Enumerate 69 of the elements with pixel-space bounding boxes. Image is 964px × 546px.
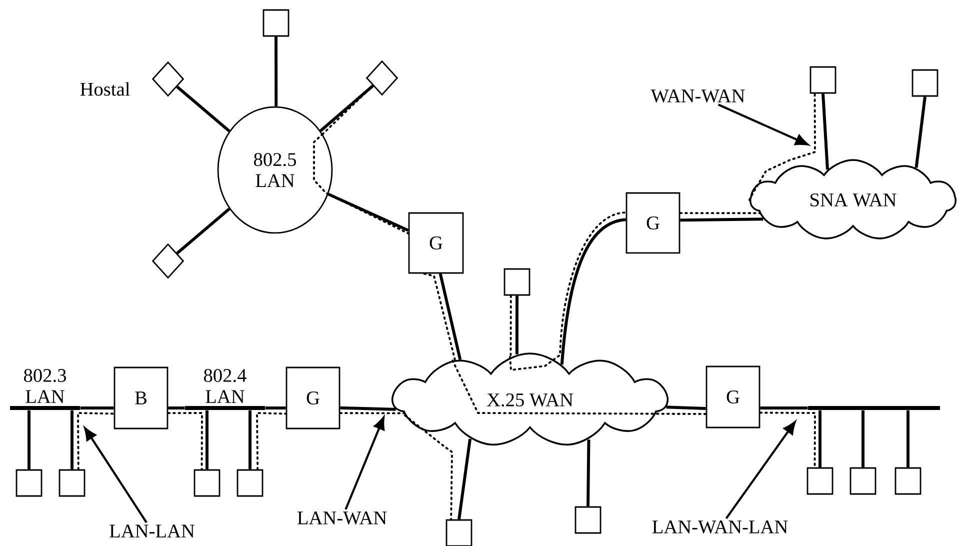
station-square [236, 469, 264, 497]
station-square [194, 469, 220, 497]
station-square [850, 467, 876, 495]
station-square [806, 467, 834, 495]
dotted-path [423, 272, 456, 362]
connection-line [586, 440, 590, 506]
connection-line [328, 192, 409, 232]
connection-line [560, 218, 626, 365]
bus-line: 802.4 LAN [185, 368, 265, 410]
station-square [574, 506, 602, 534]
bridge-box: B [114, 366, 168, 430]
connection-line [680, 218, 764, 222]
dotted-path [256, 412, 287, 470]
dotted-path [679, 212, 760, 214]
dotted-path [313, 133, 410, 234]
connection-line [274, 36, 278, 106]
wan-cloud: X.25 WAN [391, 352, 669, 446]
node-caption: Hostal [80, 82, 130, 96]
bus-line: 802.3 LAN [10, 368, 80, 410]
connection-line [248, 410, 252, 470]
connection-line [906, 410, 910, 468]
dotted-path [404, 414, 453, 520]
callout-text: WAN-WAN [650, 89, 745, 103]
connection-line [458, 438, 472, 520]
connection-line [265, 406, 286, 410]
connection-line [822, 94, 829, 170]
connection-line [206, 410, 208, 470]
connection-line [862, 410, 864, 468]
dotted-path [510, 294, 512, 358]
connection-line [176, 208, 230, 254]
callout-text: LAN-LAN [110, 524, 194, 538]
station-square [504, 268, 530, 296]
connection-line [340, 406, 396, 411]
dotted-path [167, 412, 203, 470]
connection-line [515, 296, 518, 354]
station-square [16, 469, 42, 497]
connection-line [168, 406, 185, 410]
connection-line [176, 86, 230, 132]
connection-line [818, 410, 822, 468]
connection-line [438, 273, 462, 360]
dotted-path [759, 412, 816, 468]
connection-line [28, 410, 30, 470]
ring-network: 802.5 LAN [217, 106, 333, 234]
leader-arrow [718, 104, 808, 146]
gateway-box: G [626, 192, 680, 254]
connection-line [666, 406, 706, 410]
dotted-path [748, 92, 816, 201]
gateway-box: G [408, 212, 464, 274]
connection-line [760, 406, 808, 410]
dotted-path [452, 360, 707, 415]
leader-arrow [84, 427, 148, 524]
leader-arrow [344, 416, 385, 510]
station-square [262, 9, 290, 37]
callout-text: LAN-WAN [297, 511, 387, 525]
wan-cloud: SNA WAN [750, 159, 957, 240]
leader-arrow [725, 421, 796, 519]
station-square [894, 467, 922, 495]
station-square [810, 66, 836, 94]
connection-line [914, 96, 926, 168]
dotted-path [508, 212, 627, 371]
dotted-path [77, 412, 115, 470]
connection-line [80, 406, 114, 410]
dotted-path [339, 412, 405, 414]
callout-text: LAN-WAN-LAN [652, 520, 788, 534]
gateway-box: G [286, 366, 340, 430]
gateway-box: G [706, 366, 760, 428]
connection-line [70, 410, 74, 470]
station-square [912, 69, 938, 97]
station-square [58, 469, 86, 497]
